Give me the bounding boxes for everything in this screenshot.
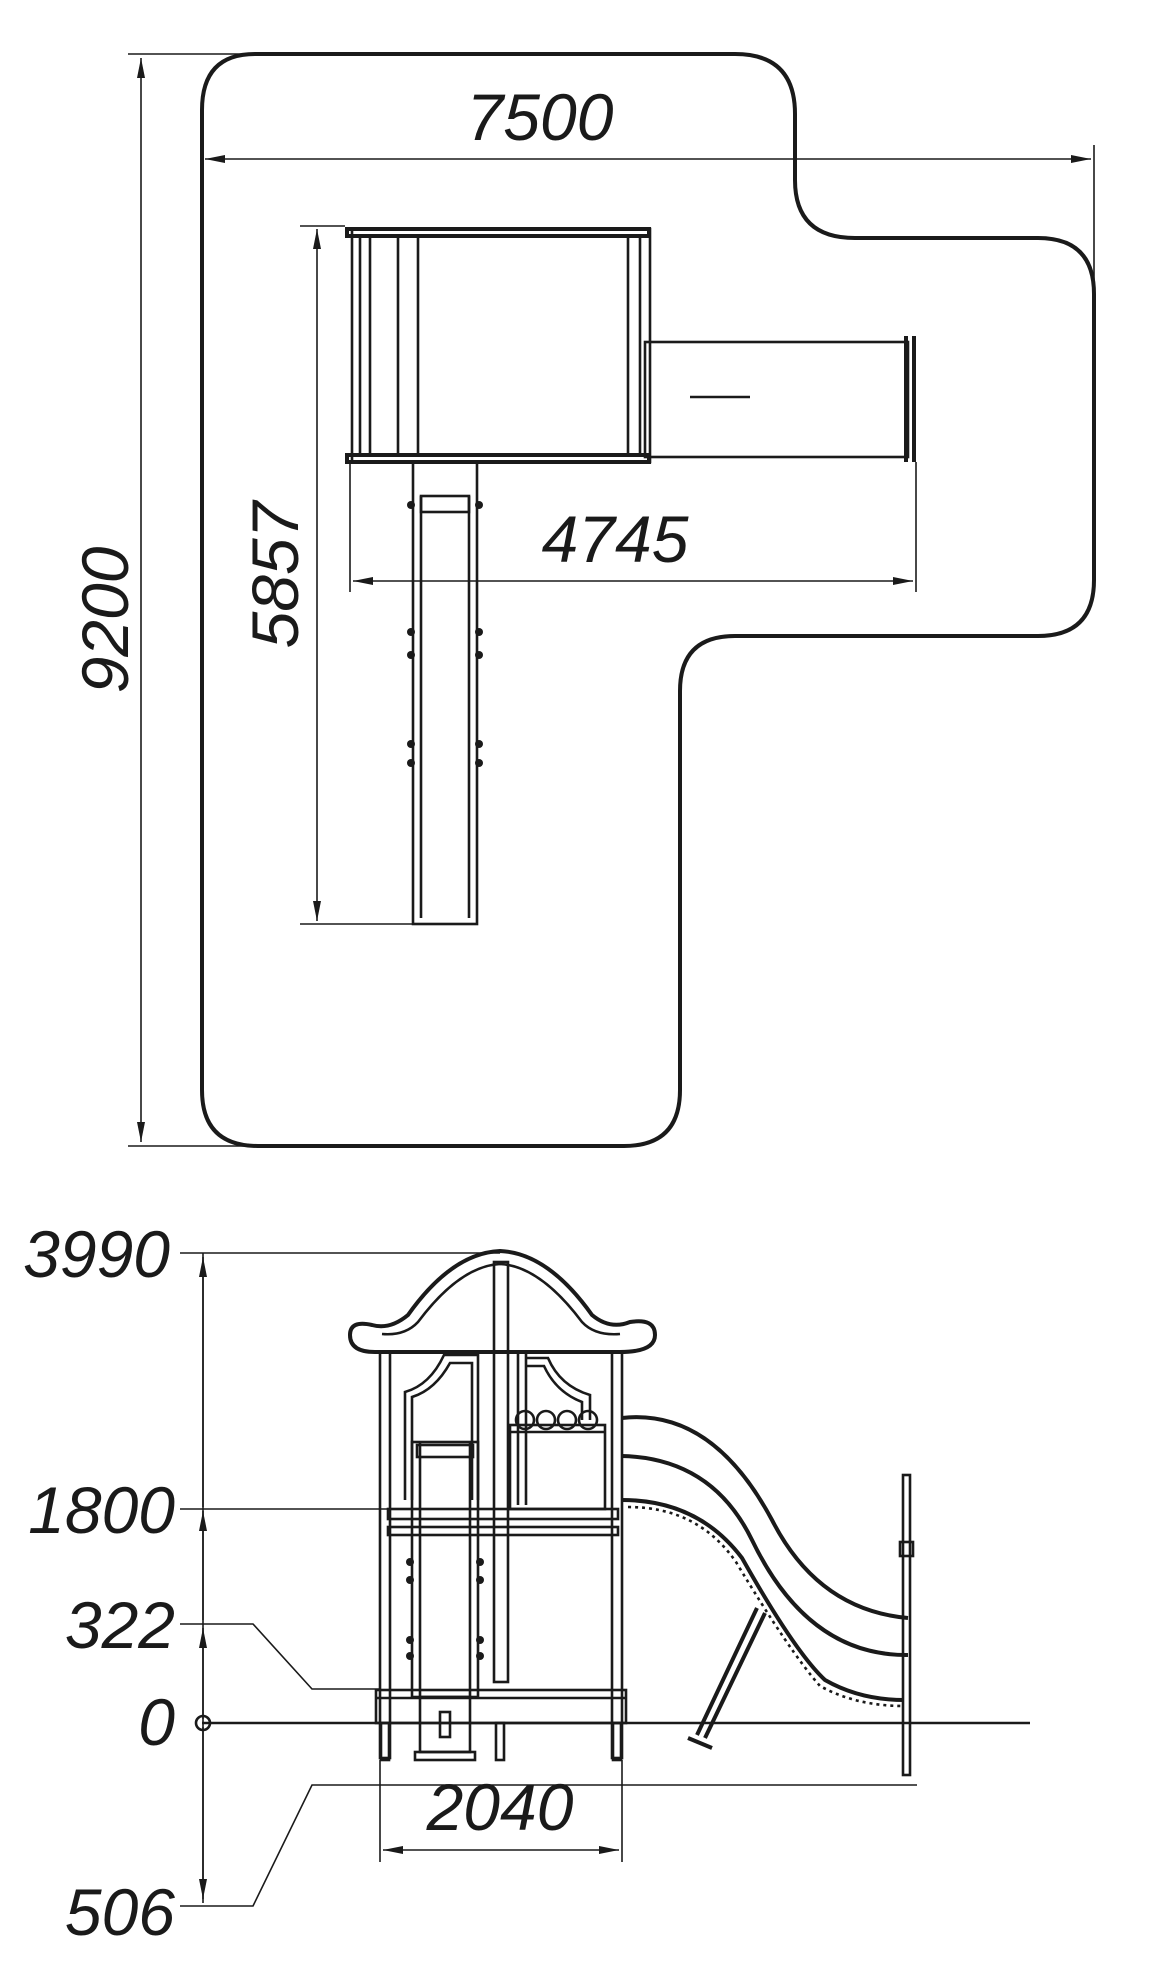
dim-2040-label: 2040 — [426, 1770, 574, 1844]
level-322-label: 322 — [65, 1588, 175, 1662]
plan-view: 9200 7500 — [68, 52, 1096, 1148]
platform-railing — [508, 1409, 607, 1511]
slide-plan — [407, 460, 483, 926]
dim-9200-label: 9200 — [68, 546, 142, 693]
safety-zone-outline — [200, 52, 1096, 1148]
elevation-view: 3990 1800 322 0 506 — [23, 1217, 1030, 1949]
climbing-net-plan — [643, 336, 916, 462]
level-0-label: 0 — [138, 1685, 175, 1759]
dim-overall-width: 7500 — [201, 80, 1095, 290]
tower-platform-plan — [345, 227, 652, 464]
wavy-slide — [621, 1415, 915, 1777]
level-3990-label: 3990 — [23, 1217, 170, 1291]
level-506-label: 506 — [65, 1875, 175, 1949]
dim-tower-height: 5857 — [238, 225, 413, 925]
level-1800-label: 1800 — [28, 1473, 175, 1547]
tower-frame — [374, 1260, 628, 1762]
dim-base-width: 2040 — [379, 1760, 623, 1862]
dim-tower-width: 4745 — [349, 462, 917, 592]
dim-4745-label: 4745 — [542, 502, 689, 576]
dim-overall-height: 9200 — [68, 53, 258, 1147]
tower-roof — [347, 1248, 658, 1354]
dim-5857-label: 5857 — [238, 499, 312, 648]
front-ladder — [406, 1440, 484, 1762]
dim-7500-label: 7500 — [467, 80, 614, 154]
